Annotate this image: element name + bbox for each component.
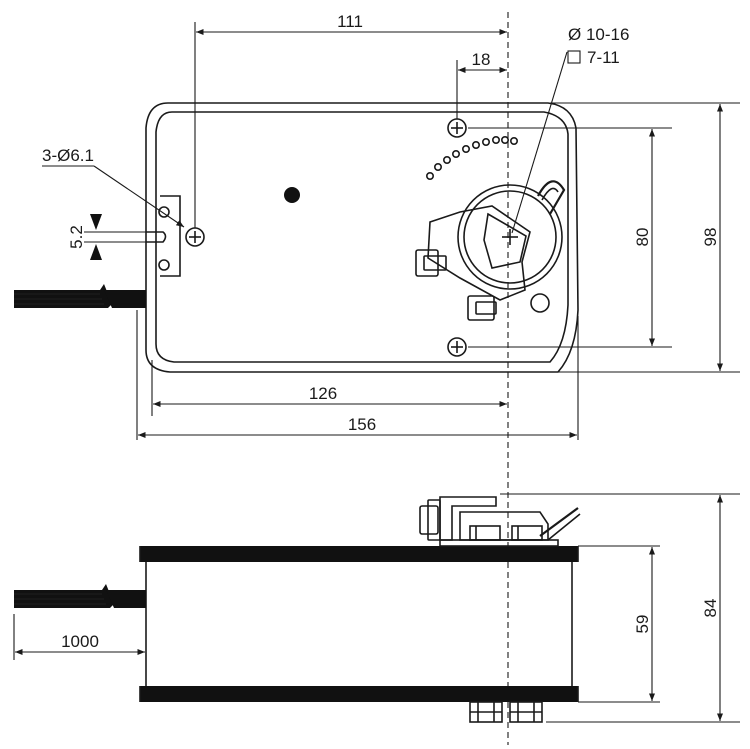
dim-1000-label: 1000: [61, 632, 99, 651]
cable: [14, 284, 112, 308]
side-bottom-nuts: [469, 701, 543, 723]
side-clamp: [419, 496, 581, 547]
mounting-bracket: [160, 195, 181, 277]
dim-84-label: 84: [701, 599, 720, 618]
dim-80-label: 80: [633, 228, 652, 247]
cable-stub: [104, 290, 146, 308]
side-cable: [14, 584, 114, 608]
shaft-square-label: 7-11: [587, 48, 620, 67]
shaft-clamp: [415, 180, 566, 321]
dim-5-2-label: 5.2: [67, 225, 86, 249]
position-scale: [425, 136, 518, 181]
dim-126-label: 126: [309, 384, 337, 403]
square-symbol: [567, 50, 581, 64]
top-view: 111 18 Ø 10-16 7-11 3-Ø6.1 5.2 80 98: [14, 12, 740, 745]
dim-18-label: 18: [472, 50, 491, 69]
indicator-dot: [284, 187, 300, 203]
dim-98-label: 98: [701, 228, 720, 247]
side-cable-stub: [106, 590, 146, 608]
holes-label: 3-Ø6.1: [42, 146, 94, 165]
bracket-hole-bottom: [158, 259, 170, 271]
dim-111-label: 111: [337, 12, 363, 31]
mounting-hole-left: [185, 227, 205, 247]
side-top-band: [140, 546, 578, 562]
mounting-hole-top: [447, 118, 467, 138]
dim-156-label: 156: [348, 415, 376, 434]
housing-inner-outline: [155, 111, 569, 363]
bracket-slot: [146, 231, 167, 243]
side-view: 1000 59 84: [13, 493, 740, 723]
mounting-hole-bottom: [447, 337, 467, 357]
bracket-hole-top: [158, 206, 170, 218]
side-bottom-band: [140, 686, 578, 702]
dim-59-label: 59: [633, 615, 652, 634]
shaft-round-label: Ø 10-16: [568, 25, 629, 44]
